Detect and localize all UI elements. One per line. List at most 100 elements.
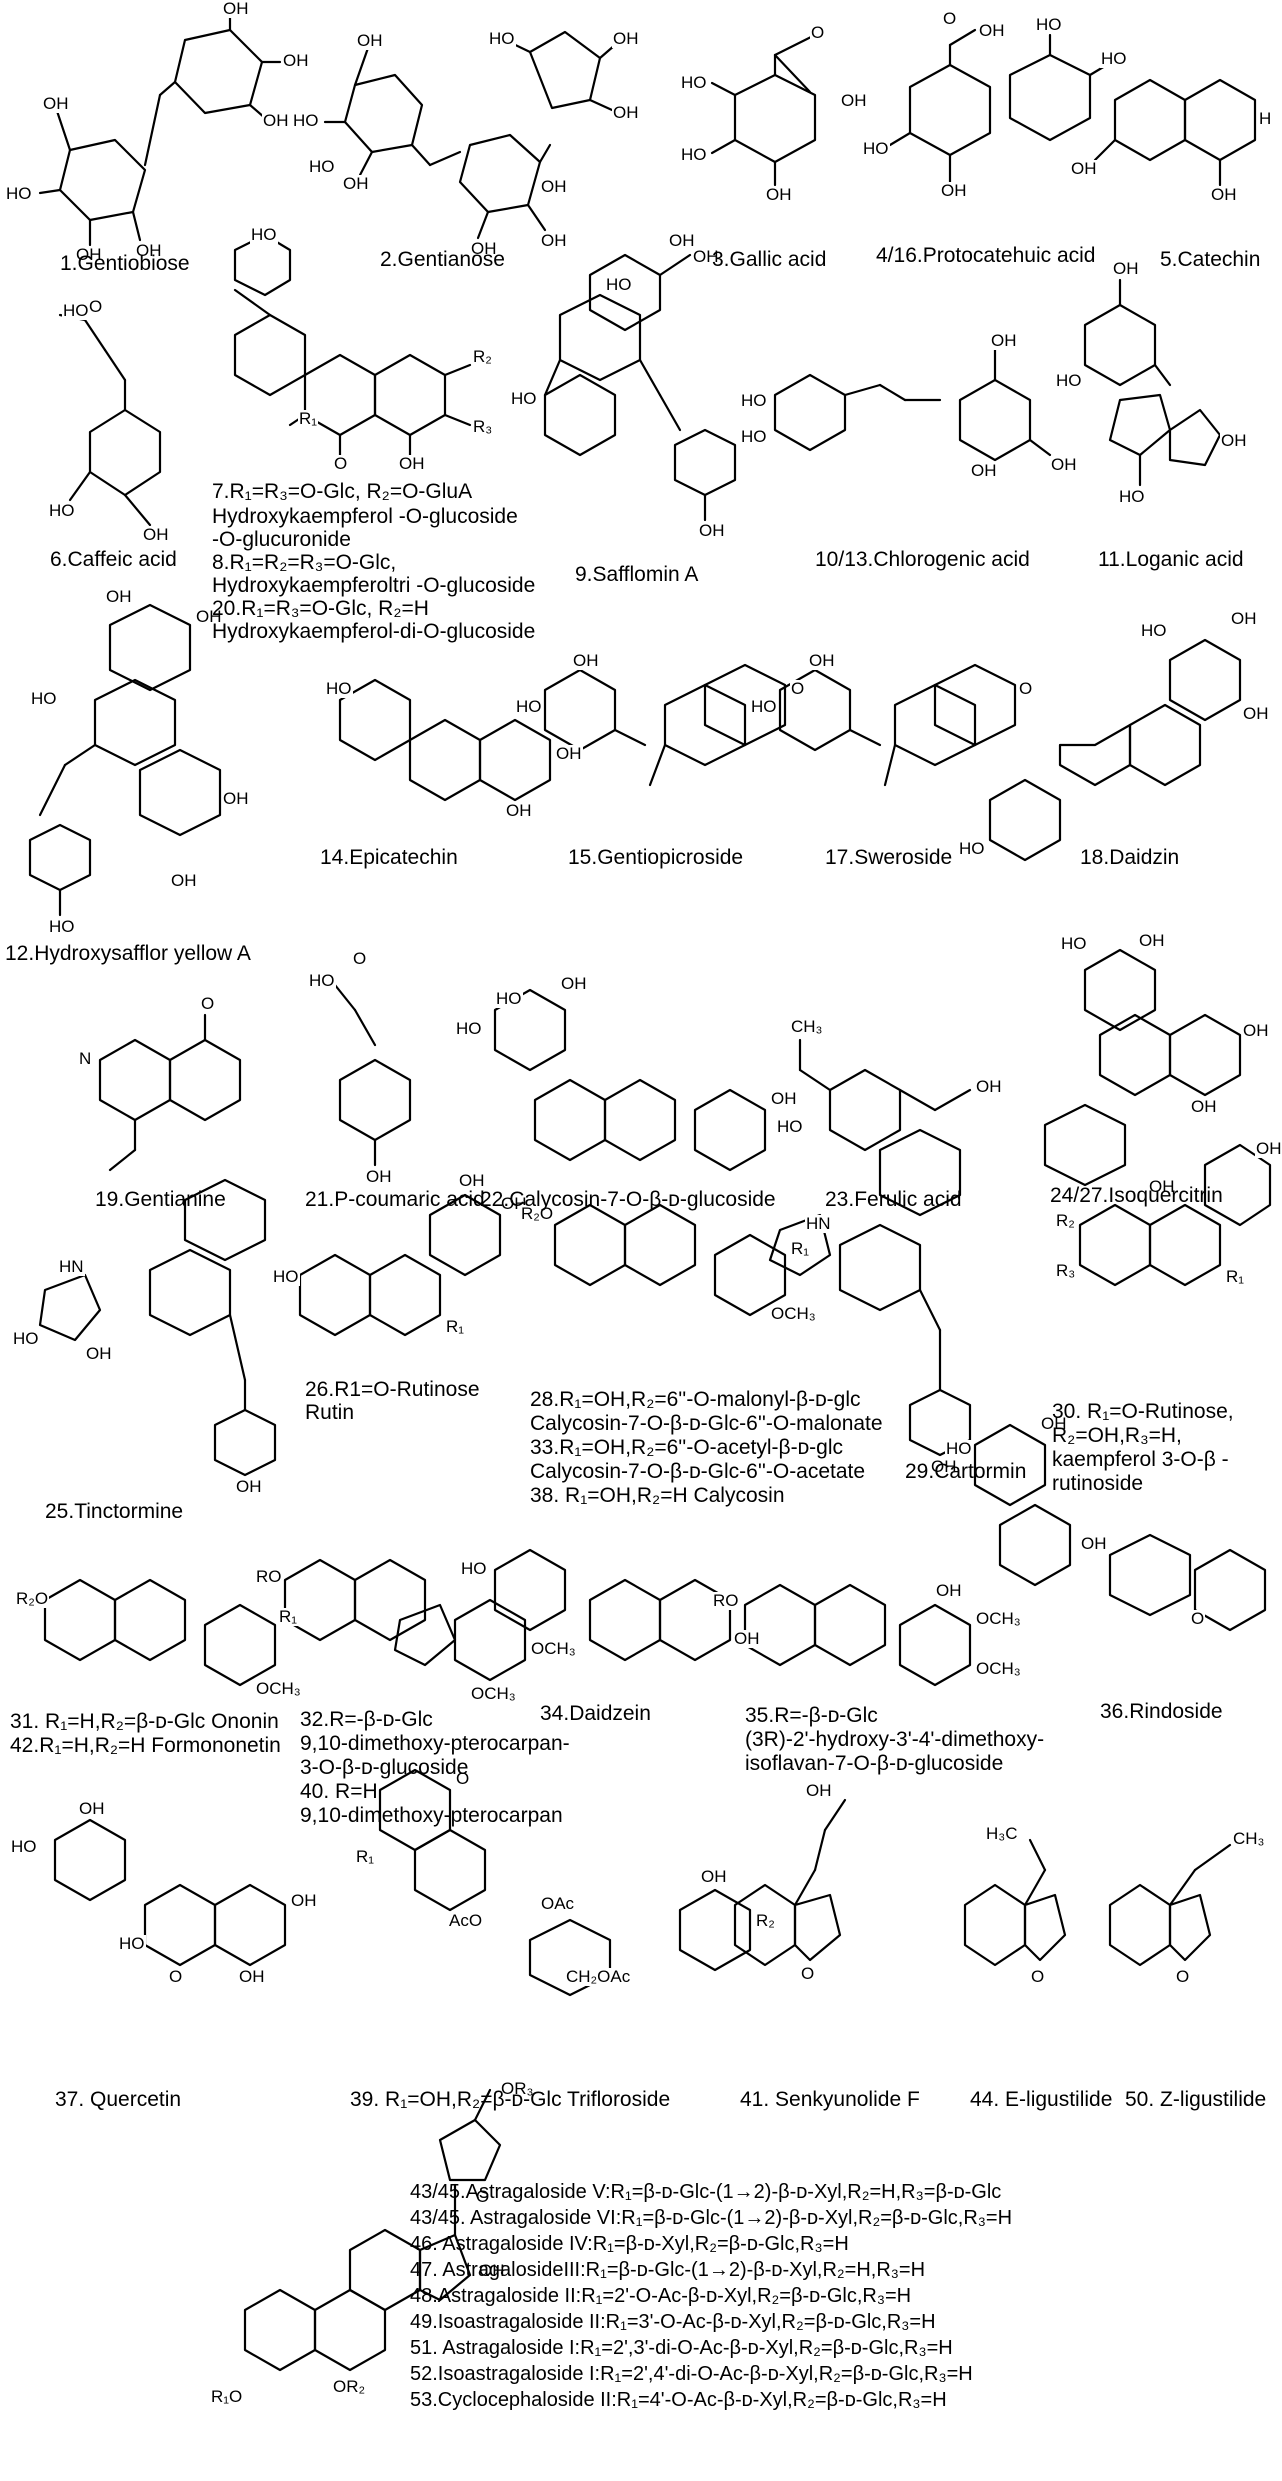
atom-o: O [1190,1609,1206,1628]
atom-oh: OH [612,103,640,122]
compound-label-11: 11.Loganic acid [1098,548,1244,571]
atom-r2o: R₂O [15,1589,50,1608]
atom-oh: OH [478,2261,506,2280]
atom-oh: OH [1255,1139,1282,1158]
atom-oh: OH [975,1077,1003,1096]
atom-r1: R₁ [1225,1267,1246,1286]
compound-label-5: 5.Catechin [1160,248,1261,271]
atom-r2: R₂ [1055,1211,1076,1230]
atom-ro: RO [255,1567,283,1586]
atom-och3: OCH₃ [975,1609,1022,1628]
compound-label-37: 37. Quercetin [55,2088,182,2111]
atom-ho: HO [510,389,538,408]
atom-oh: OH [1242,704,1270,723]
compound-label-32: 32.R=-β-ᴅ-Glc [300,1708,433,1731]
compound-label-21: 21.P-coumaric acid [305,1188,485,1211]
compound-label-41: 41. Senkyunolide F [740,2088,920,2111]
compound-label-24: 24/27.Isoquercitrin [1050,1184,1223,1207]
atom-ho: HO [12,1329,40,1348]
structure-pterocarpan [283,1558,527,1682]
atom-oh: OH [1138,931,1166,950]
atom-oh: OH [808,651,836,670]
atom-ch2oac: CH₂OAc [565,1967,632,1986]
compound-label-35: 35.R=-β-ᴅ-Glc [745,1704,878,1727]
atom-oh: OH [540,231,568,250]
atom-ho: HO [1140,621,1168,640]
atom-ho: HO [308,971,336,990]
atom-ho: HO [680,145,708,164]
atom-oh: OH [222,0,250,18]
structure-isoquercitrin [1043,948,1242,1187]
atom-oh: OH [458,1171,486,1190]
atom-oh: OH [42,94,70,113]
atom-oh: OH [970,461,998,480]
atom-ch3: CH₃ [790,1017,824,1036]
atom-oh: OH [1230,609,1258,628]
atom-oac: OAc [540,1894,576,1913]
compound-label-40: 40. R=H [300,1780,378,1803]
structure-gentiopicroside [543,663,787,787]
atom-ho: HO [272,1267,300,1286]
compound-label-42: 42.R₁=H,R₂=H Formononetin [10,1734,281,1757]
compound-label-9: 9.Safflomin A [575,563,699,586]
atom-ho: HO [945,1439,973,1458]
compound-label-46: 46. Astragaloside IV:R₁=β-ᴅ-Xyl,R₂=β-ᴅ-G… [410,2233,849,2255]
compound-label-44: 44. E-ligustilide [970,2088,1113,2111]
atom-oh: OH [840,91,868,110]
atom-oh: OH [935,1581,963,1600]
atom-r2: R₂ [472,347,493,366]
structure-e-ligustilide [963,1838,1067,1967]
compound-label-32c: 3-O-β-ᴅ-glucoside [300,1756,469,1779]
atom-r2: R₂ [755,1911,776,1930]
atom-o: O [200,994,216,1013]
compound-label-3: 3.Gallic acid [712,248,827,271]
compound-label-28: 28.R₁=OH,R₂=6''-O-malonyl-β-ᴅ-glc [530,1388,861,1411]
compound-label-10: 10/13.Chlorogenic acid [815,548,1030,571]
atom-ho: HO [62,301,90,320]
compound-label-30c: kaempferol 3-O-β - [1052,1448,1229,1471]
atom-oh: OH [1040,1414,1068,1433]
atom-o: O [1018,679,1034,698]
atom-o: O [810,23,826,42]
compound-label-26: 26.R1=O-Rutinose [305,1378,480,1401]
compound-label-50: 50. Z-ligustilide [1125,2088,1267,2111]
atom-ho: HO [862,139,890,158]
atom-oh: OH [1220,431,1248,450]
atom-oh: OH [75,245,103,264]
atom-oh: OH [1080,1534,1108,1553]
compound-label-12: 12.Hydroxysafflor yellow A [5,942,251,965]
compound-label-32b: 9,10-dimethoxy-pterocarpan- [300,1732,570,1755]
atom-oh: OH [78,1799,106,1818]
atom-oh: OH [990,331,1018,350]
atom-oh: OH [770,1089,798,1108]
compound-label-36: 36.Rindoside [1100,1700,1223,1723]
structure-tinctormine [38,1178,277,1477]
compound-label-1: 1.Gentiobiose [60,252,190,275]
structure-astragaloside [243,2088,502,2372]
atom-och3: OCH₃ [255,1679,302,1698]
atom-ho: HO [680,73,708,92]
structure-chlorogenic-acid [773,348,1052,462]
compound-label-4: 4/16.Protocatehuic acid [876,244,1096,267]
atom-oh: OH [1070,159,1098,178]
atom-oh: OH [505,801,533,820]
atom-ho: HO [325,679,353,698]
structure-ononin [43,1578,277,1687]
structure-loganic-acid [1083,278,1222,487]
atom-ho: HO [740,427,768,446]
atom-oh: OH [262,111,290,130]
compound-label-33b: Calycosin-7-O-β-ᴅ-Glc-6''-O-acetate [530,1460,866,1483]
atom-och3: OCH₃ [470,1684,517,1703]
atom-r3: R₃ [1055,1261,1077,1280]
compound-label-49: 49.Isoastragaloside II:R₁=3'-O-Ac-β-ᴅ-Xy… [410,2311,936,2333]
atom-ro: RO [712,1591,740,1610]
atom-r1: R₁ [355,1847,376,1866]
compound-label-30b: R₂=OH,R₃=H, [1052,1424,1182,1447]
compound-label-29: 29.Cartormin [905,1460,1027,1483]
atom-oh: OH [1210,185,1238,204]
compound-label-35c: isoflavan-7-O-β-ᴅ-glucoside [745,1752,1004,1775]
compound-label-30d: rutinoside [1052,1472,1144,1495]
compound-label-7c: -O-glucuronide [212,528,351,551]
atom-oh: OH [398,454,426,473]
atom-r1o: R₁O [210,2387,244,2406]
